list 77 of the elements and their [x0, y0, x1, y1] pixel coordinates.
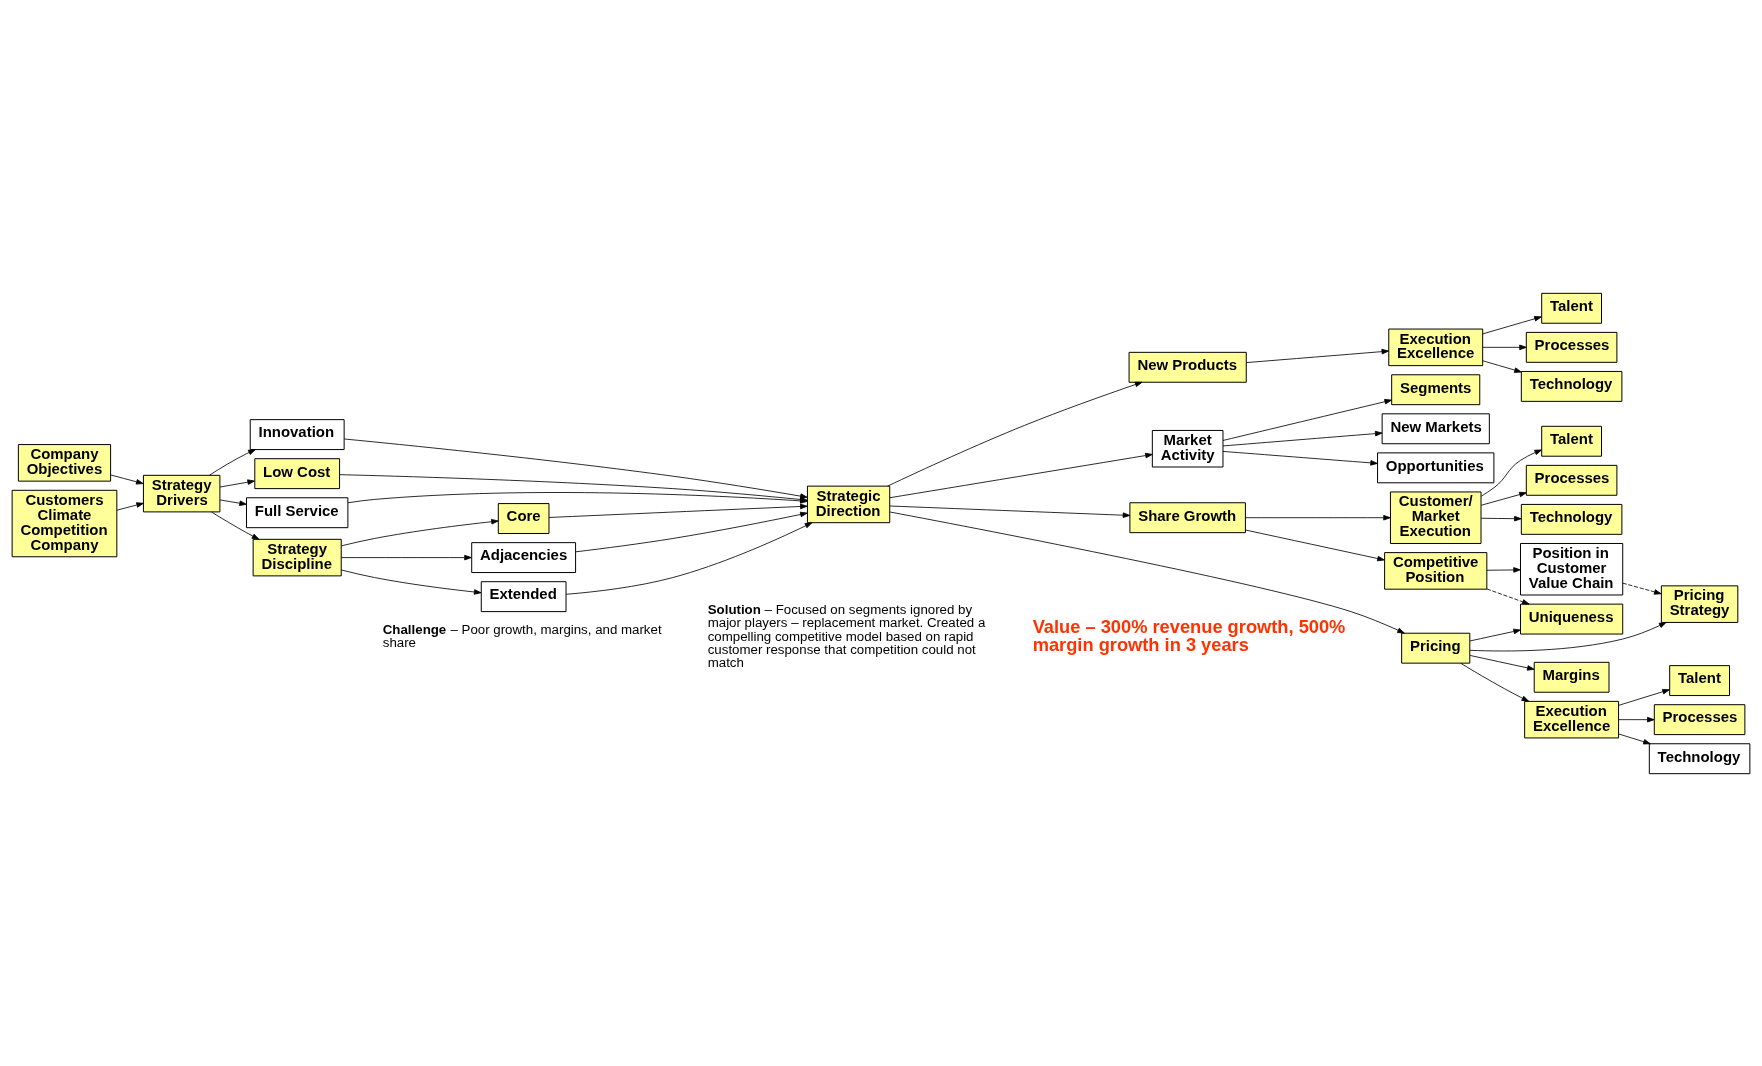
node-box: Company Objectives [17, 443, 112, 482]
node-box: Pricing [1401, 632, 1471, 664]
node-box: Processes [1525, 464, 1618, 496]
arrow [1460, 662, 1530, 702]
arrow [1480, 515, 1522, 521]
arrow [1245, 529, 1385, 561]
arrow [211, 511, 260, 540]
label: Challenge – Poor growth, margins, and market share [382, 621, 662, 650]
node-box: Extended [480, 580, 567, 612]
node-box: Competitive Position [1384, 551, 1488, 590]
node-box: Share Growth [1129, 501, 1246, 533]
arrow [1222, 450, 1378, 466]
arrow [1482, 344, 1527, 350]
node-box: Customers Climate Competition Company [11, 489, 118, 557]
node-box: New Products [1128, 351, 1247, 383]
arrow [1469, 621, 1667, 651]
node-box: Market Activity [1151, 429, 1224, 467]
arrow [565, 521, 813, 595]
node-box: Execution Excellence [1524, 700, 1620, 738]
arrow [1486, 566, 1521, 573]
arrow [1486, 588, 1530, 605]
node-box: Execution Excellence [1388, 328, 1484, 366]
node-box: Core [497, 502, 550, 534]
arrow [889, 452, 1153, 498]
arrow [889, 511, 1405, 634]
label: Solution – Focused on segments ignored by major players – replacement market. Created a compelling competitive model based on rapid customer response that competition could not match [707, 601, 986, 670]
arrow [1222, 430, 1383, 446]
node-box: Technology [1648, 742, 1751, 774]
arrow [1618, 716, 1655, 722]
arrow [1469, 628, 1521, 641]
node-box: Processes [1653, 703, 1746, 735]
arrow [1618, 688, 1670, 706]
node-box: Margins [1533, 661, 1610, 693]
node-box: Innovation [249, 418, 345, 450]
node-box: New Markets [1381, 412, 1490, 444]
arrow [1482, 359, 1522, 373]
node-box: Talent [1541, 292, 1603, 324]
node-box: Adjacencies [471, 541, 577, 573]
arrow [340, 554, 472, 560]
arrow [887, 381, 1143, 487]
node-box: Opportunities [1377, 451, 1495, 483]
node-box: Customer/ Market Execution [1389, 490, 1482, 544]
arrow [1480, 491, 1527, 506]
node-box: Segments [1391, 373, 1481, 405]
arrow [209, 448, 256, 476]
node-box: Position in Customer Value Chain [1520, 542, 1624, 595]
node-box: Talent [1541, 425, 1603, 457]
node-box: Pricing Strategy [1660, 584, 1739, 623]
arrow [889, 505, 1131, 518]
arrow [1245, 514, 1391, 520]
arrow [1482, 315, 1542, 334]
arrow [110, 474, 144, 484]
arrow [341, 518, 499, 546]
node-box: Strategy Discipline [252, 538, 342, 576]
node-box: Low Cost [254, 457, 341, 489]
node-box: Processes [1525, 331, 1618, 363]
arrow [1480, 449, 1542, 497]
arrow [1618, 733, 1651, 744]
arrow [219, 499, 247, 506]
node-box: Technology [1520, 503, 1623, 535]
arrow [116, 501, 144, 511]
arrow [341, 569, 482, 595]
arrow [575, 511, 808, 552]
label: Value – 300% revenue growth, 500% margin growth in 3 years [1032, 615, 1346, 655]
arrow [1222, 398, 1392, 441]
arrow [1469, 654, 1535, 671]
node-box: Uniqueness [1520, 603, 1624, 635]
arrow [1245, 348, 1389, 363]
arrow [1622, 582, 1662, 595]
arrow [219, 478, 255, 487]
node-box: Strategic Direction [806, 485, 891, 523]
node-box: Talent [1669, 664, 1730, 696]
node-box: Technology [1520, 370, 1623, 402]
arrow [548, 503, 808, 518]
node-box: Full Service [246, 496, 349, 528]
node-box: Strategy Drivers [142, 474, 221, 512]
arrow [343, 438, 808, 499]
